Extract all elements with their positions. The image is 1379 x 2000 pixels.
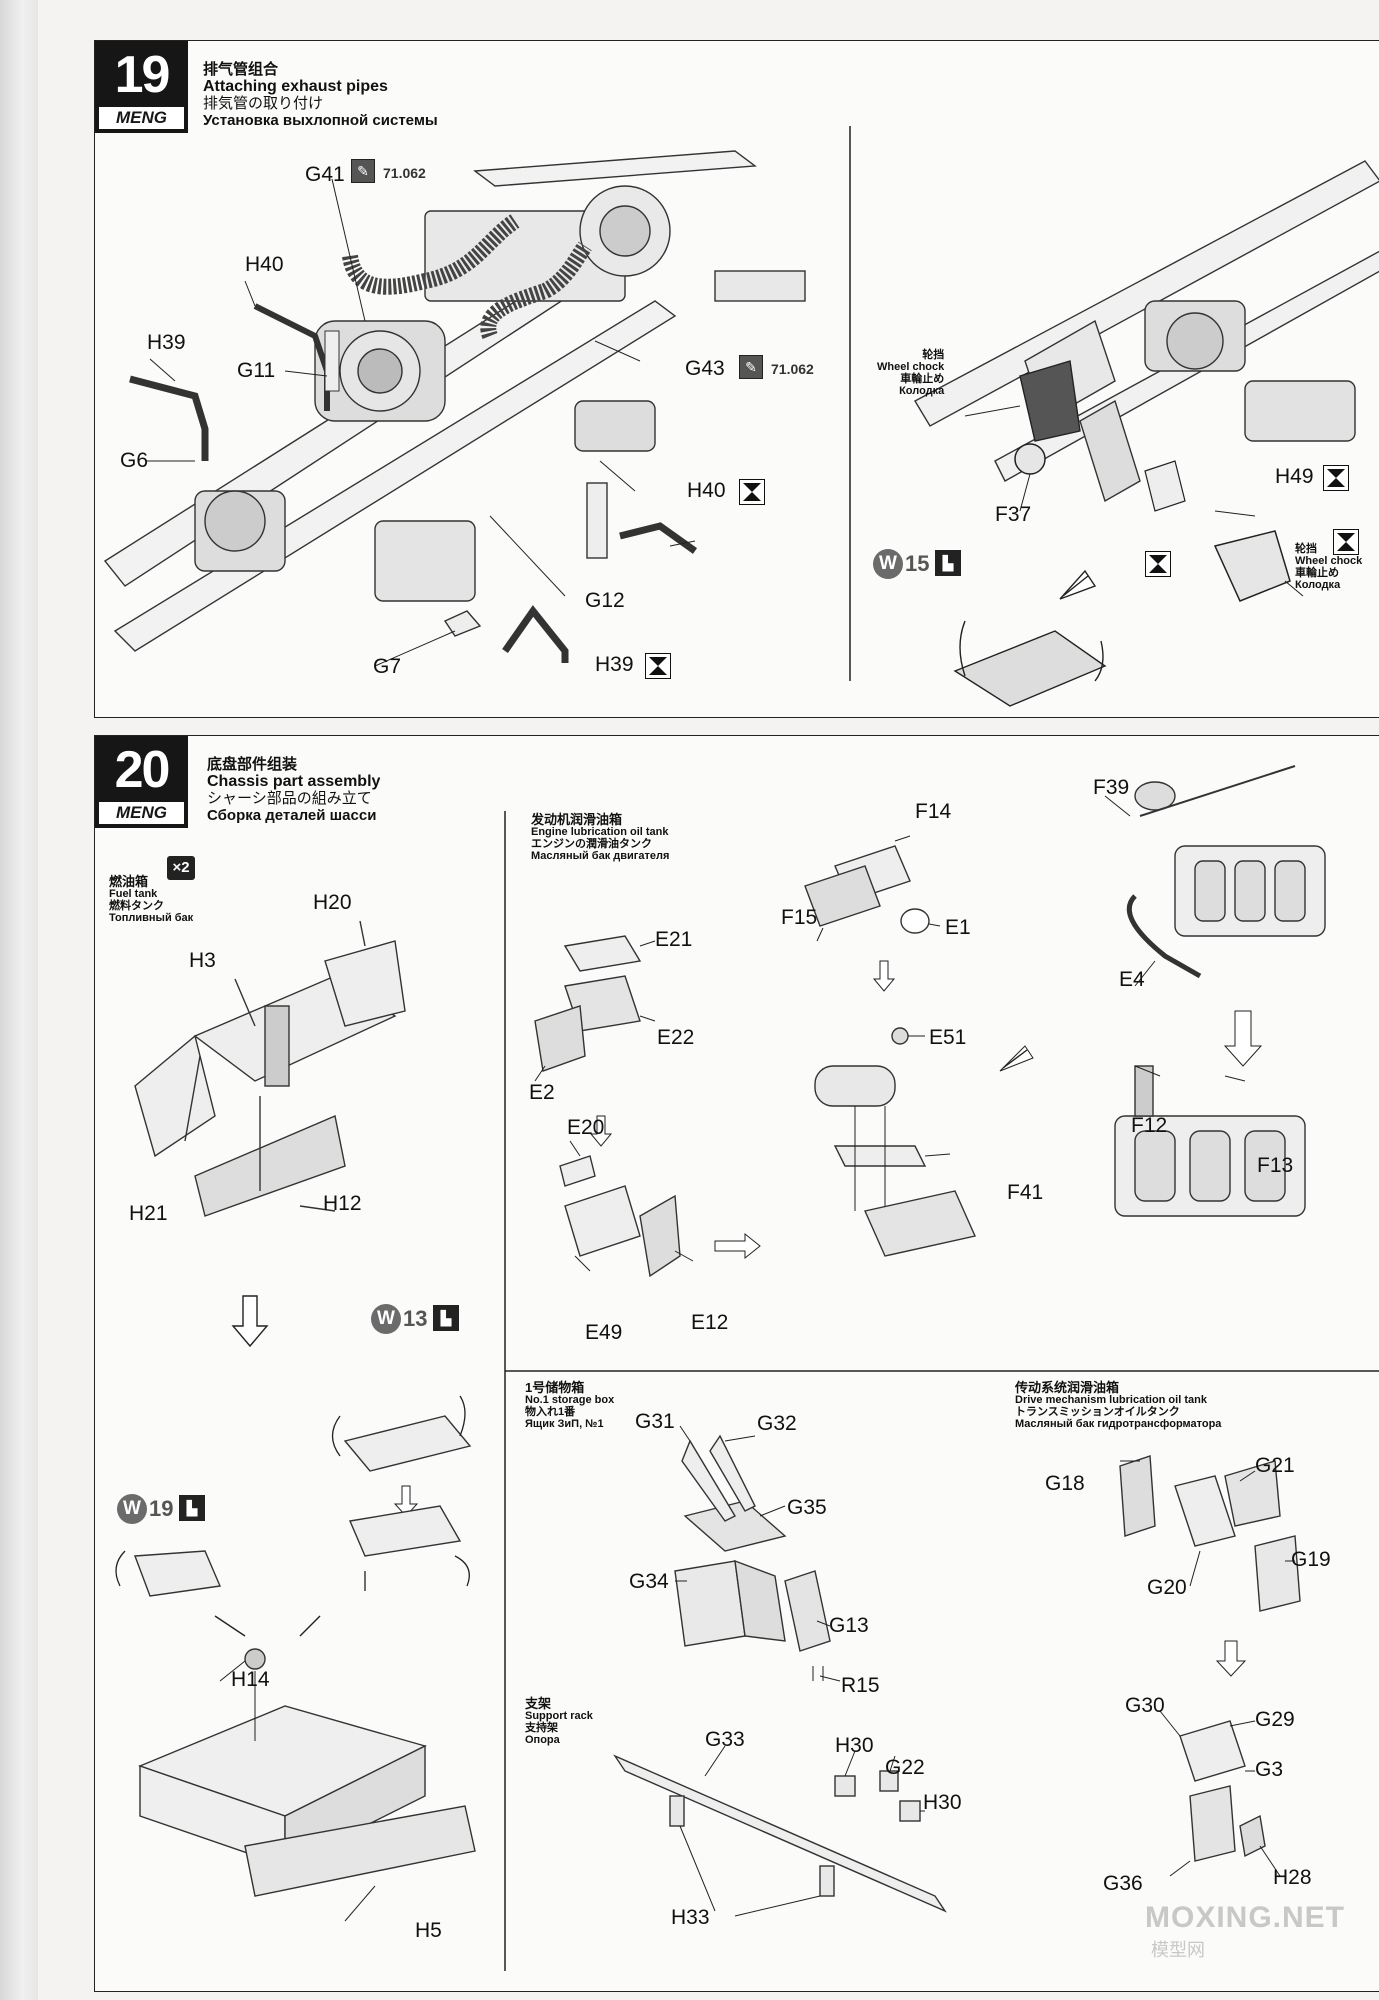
glue-icon: ▙: [179, 1495, 205, 1521]
label-E4: E4: [1119, 968, 1145, 991]
step-19-drawing: [103, 126, 1379, 707]
label-G7: G7: [373, 655, 402, 678]
brush-icon: ✎: [739, 355, 763, 379]
hourglass-icon: [739, 479, 765, 505]
step-number: 20: [114, 741, 171, 799]
step-20-panel: 20 MENG 底盘部件组装 Chassis part assembly シャー…: [94, 735, 1379, 1992]
hourglass-icon: [1145, 551, 1171, 577]
label-E51: E51: [929, 1026, 967, 1049]
label-E2: E2: [529, 1081, 555, 1104]
brush-icon: ✎: [351, 159, 375, 183]
label-F12: F12: [1131, 1114, 1168, 1137]
paint-ref: 71.062: [771, 361, 814, 377]
label-H14: H14: [231, 1668, 270, 1691]
label-E21: E21: [655, 928, 693, 951]
step-20-badge: 20 MENG: [95, 736, 188, 828]
title-en: Attaching exhaust pipes: [203, 78, 388, 95]
step-number: 19: [114, 46, 171, 104]
label-G3: G3: [1255, 1758, 1284, 1781]
label-H49: H49: [1275, 465, 1314, 488]
brand-logo: MENG: [99, 802, 184, 824]
drive-tank-label: 传动系统润滑油箱 Drive mechanism lubrication oil…: [1015, 1380, 1222, 1430]
label-H12: H12: [323, 1192, 362, 1215]
watermark-cn: 模型网: [1151, 1940, 1205, 1960]
title-ru: Сборка деталей шасси: [207, 807, 377, 824]
hourglass-icon: [1333, 529, 1359, 555]
label-G20: G20: [1147, 1576, 1187, 1599]
label-G34: G34: [629, 1570, 669, 1593]
label-F41: F41: [1007, 1181, 1044, 1204]
fuel-tank-label: 燃油箱 Fuel tank 燃料タンク Топливный бак: [109, 874, 194, 924]
label-G22: G22: [885, 1756, 925, 1779]
label-G33: G33: [705, 1728, 745, 1751]
label-G43: G43: [685, 357, 725, 380]
label-H28: H28: [1273, 1866, 1312, 1889]
label-H5: H5: [415, 1919, 442, 1942]
label-G6: G6: [120, 449, 149, 472]
label-E12: E12: [691, 1311, 729, 1334]
page-binding-edge: [0, 0, 38, 2000]
label-G11: G11: [237, 359, 276, 382]
label-E20: E20: [567, 1116, 605, 1139]
label-H30: H30: [835, 1734, 874, 1757]
wheel-chock-label: 轮挡 Wheel chock 車輪止め Колодка: [1295, 543, 1363, 591]
step-19-panel: 19 MENG 排气管组合 Attaching exhaust pipes 排気…: [94, 40, 1379, 718]
label-G36: G36: [1103, 1872, 1143, 1895]
title-ru: Установка выхлопной системы: [203, 112, 438, 129]
brand-logo: MENG: [99, 107, 184, 129]
label-G21: G21: [1255, 1454, 1295, 1477]
wheel-chock-label: 轮挡 Wheel chock 車輪止め Колодка: [877, 349, 945, 397]
label-H39: H39: [147, 331, 186, 354]
label-G30: G30: [1125, 1694, 1165, 1717]
title-cn: 底盘部件组装: [207, 756, 298, 773]
engine-tank-label: 发动机润滑油箱 Engine lubrication oil tank エンジン…: [531, 812, 670, 862]
step-20-drawing: [115, 765, 1379, 1971]
label-H40: H40: [687, 479, 726, 502]
label-E49: E49: [585, 1321, 623, 1344]
support-rack-label: 支架 Support rack 支持架 Опора: [525, 1696, 593, 1746]
label-H33: H33: [671, 1906, 710, 1929]
label-F13: F13: [1257, 1154, 1294, 1177]
step-19-title: 排气管组合 Attaching exhaust pipes 排気管の取り付け У…: [203, 61, 438, 129]
label-G18: G18: [1045, 1472, 1085, 1495]
label-G19: G19: [1291, 1548, 1331, 1571]
quantity-badge: ×2: [167, 856, 195, 880]
w15-badge: W 15 ▙: [873, 549, 965, 579]
step-20-title: 底盘部件组装 Chassis part assembly シャーシ部品の組み立て…: [207, 756, 380, 824]
storage-box-label: 1号储物箱 No.1 storage box 物入れ1番 Ящик ЗиП, №…: [525, 1380, 615, 1430]
watermark: MOXING.NET: [1145, 1901, 1346, 1934]
label-F14: F14: [915, 800, 952, 823]
label-H40: H40: [245, 253, 284, 276]
hourglass-icon: [1323, 465, 1349, 491]
label-G35: G35: [787, 1496, 827, 1519]
hourglass-icon: [645, 653, 671, 679]
label-G12: G12: [585, 589, 625, 612]
title-jp: 排気管の取り付け: [203, 95, 324, 112]
label-G29: G29: [1255, 1708, 1295, 1731]
label-G32: G32: [757, 1412, 797, 1435]
label-H3: H3: [189, 949, 216, 972]
label-R15: R15: [841, 1674, 880, 1697]
label-F39: F39: [1093, 776, 1130, 799]
label-G13: G13: [829, 1614, 869, 1637]
label-G31: G31: [635, 1410, 675, 1433]
label-E22: E22: [657, 1026, 695, 1049]
label-E1: E1: [945, 916, 971, 939]
label-H30: H30: [923, 1791, 962, 1814]
label-F15: F15: [781, 906, 818, 929]
w13-badge: W 13 ▙: [371, 1304, 463, 1334]
title-cn: 排气管组合: [203, 61, 279, 78]
label-H39: H39: [595, 653, 634, 676]
title-jp: シャーシ部品の組み立て: [207, 790, 372, 807]
label-G41: G41: [305, 163, 345, 186]
w19-badge: W 19 ▙: [117, 1494, 209, 1524]
step-19-badge: 19 MENG: [95, 41, 188, 133]
paint-ref: 71.062: [383, 165, 426, 181]
label-H20: H20: [313, 891, 352, 914]
label-F37: F37: [995, 503, 1032, 526]
label-H21: H21: [129, 1202, 168, 1225]
glue-icon: ▙: [935, 550, 961, 576]
title-en: Chassis part assembly: [207, 773, 381, 790]
glue-icon: ▙: [433, 1305, 459, 1331]
